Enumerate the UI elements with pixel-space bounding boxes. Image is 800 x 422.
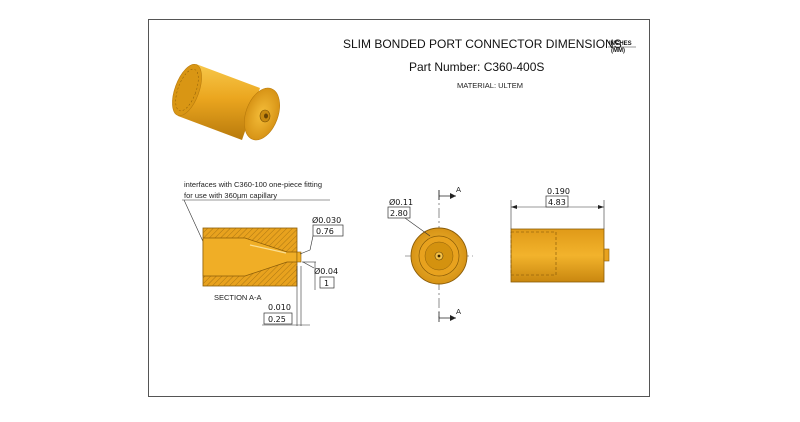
tip-dim-box	[319, 276, 335, 289]
step-dim-box	[263, 312, 293, 325]
note-line-2: for use with 360µm capillary	[184, 191, 277, 200]
bore-leader	[309, 235, 314, 251]
step-dim-in: 0.010	[268, 303, 291, 312]
unit-inches: INCHES	[609, 41, 632, 47]
length-dim-box	[545, 195, 569, 208]
bore-dim-box	[312, 224, 344, 237]
section-view	[202, 227, 302, 287]
outer-dim-in: Ø0.11	[389, 197, 413, 207]
length-dim-mm: 4.83	[548, 198, 566, 207]
step-dim-mm: 0.25	[268, 315, 286, 324]
unit-mm: (MM)	[611, 48, 625, 54]
front-view	[405, 190, 473, 318]
bore-dim-in: Ø0.030	[312, 215, 341, 225]
length-dim-in: 0.190	[547, 187, 570, 196]
material-label: MATERIAL: ULTEM	[457, 81, 523, 90]
tip-leader	[302, 261, 315, 269]
note-line-1: interfaces with C360-100 one-piece fitti…	[184, 180, 322, 189]
outer-dim-box	[387, 206, 411, 219]
drawing-title: SLIM BONDED PORT CONNECTOR DIMENSIONS	[343, 37, 622, 51]
outer-dim-mm: 2.80	[390, 209, 408, 218]
isometric-view	[172, 63, 280, 141]
part-number: Part Number: C360-400S	[409, 60, 544, 74]
note-leader	[183, 199, 207, 249]
side-view	[510, 228, 610, 283]
section-arrow-bottom	[438, 312, 456, 322]
outer-leader	[404, 217, 431, 237]
tip-dim-mm: 1	[324, 279, 329, 288]
section-arrow-top	[438, 190, 456, 200]
section-marker-bottom: A	[456, 307, 461, 316]
section-marker-top: A	[456, 185, 461, 194]
section-label: SECTION A-A	[214, 293, 262, 302]
bore-dim-mm: 0.76	[316, 227, 334, 236]
tip-dim-in: Ø0.04	[314, 266, 338, 276]
